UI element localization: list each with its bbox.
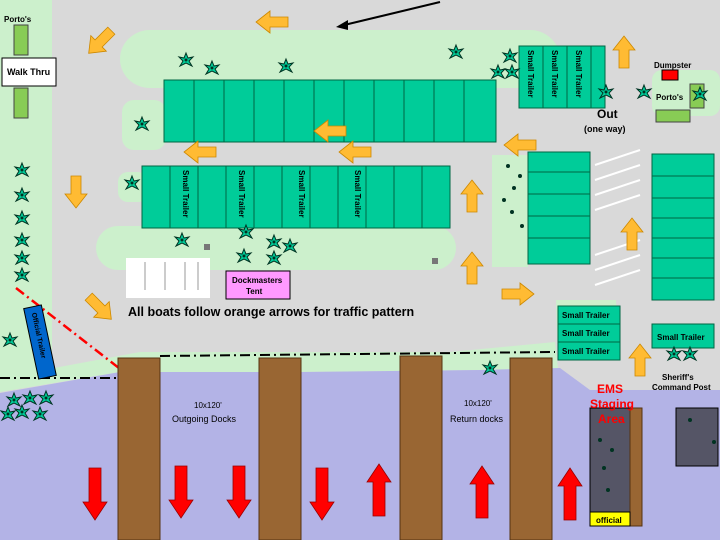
small-trailer-labels-top-right: Small Trailer Small Trailer Small Traile… <box>526 50 583 98</box>
dumpster <box>661 69 679 81</box>
svg-text:Small Trailer: Small Trailer <box>574 50 583 98</box>
porto-left-2 <box>13 87 29 119</box>
parking-column-center-right <box>527 151 591 265</box>
small-trailer-label-far-right: Small Trailer <box>657 333 705 342</box>
dockmasters-tent <box>225 270 291 300</box>
parking-column-far-right <box>651 153 715 349</box>
parking-hatch-right <box>594 149 641 286</box>
sheriffs-line1: Sheriff's <box>662 373 694 382</box>
parking-row-middle <box>141 165 451 229</box>
walk-thru-box <box>1 57 57 87</box>
dockmasters-line2: Tent <box>246 287 263 296</box>
sheriffs-command-post <box>675 407 719 467</box>
black-arrow-line <box>339 1 441 27</box>
outgoing-dock-size: 10x120' <box>194 401 222 410</box>
svg-text:Small Trailer: Small Trailer <box>353 170 362 218</box>
shoreline-boundary-right <box>159 351 556 357</box>
porto-right-2 <box>655 109 691 123</box>
small-shrub-dots <box>502 164 716 492</box>
lawn-island-top <box>120 30 560 88</box>
out-label: Out <box>597 107 618 121</box>
ems-line1: EMS <box>597 382 623 396</box>
lawn-island-center-right <box>492 155 528 267</box>
official-label: official <box>596 516 622 525</box>
parking-row-top-right <box>518 45 606 109</box>
return-dock-1 <box>399 355 443 540</box>
ems-line3: Area <box>598 412 625 426</box>
portos-left-label: Porto's <box>4 15 32 24</box>
parking-small-trailer-stack <box>557 305 621 361</box>
svg-text:Small Trailer: Small Trailer <box>297 170 306 218</box>
small-trailer-stack-label-3: Small Trailer <box>562 347 610 356</box>
walk-thru-label: Walk Thru <box>7 67 50 77</box>
svg-text:Small Trailer: Small Trailer <box>526 50 535 98</box>
official-trailer: Official Trailer <box>23 304 57 380</box>
post-1 <box>204 244 210 250</box>
traffic-note: All boats follow orange arrows for traff… <box>128 305 414 319</box>
svg-text:Small Trailer: Small Trailer <box>237 170 246 218</box>
black-arrow-head <box>336 20 348 30</box>
red-boundary <box>15 287 125 373</box>
outgoing-dock-2 <box>258 357 302 540</box>
sheriffs-line2: Command Post <box>652 383 711 392</box>
outgoing-dock-1 <box>117 357 161 540</box>
svg-text:Small Trailer: Small Trailer <box>550 50 559 98</box>
dockmasters-line1: Dockmasters <box>232 276 283 285</box>
parking-lot-left <box>126 258 210 298</box>
return-docks-label: Return docks <box>450 414 504 424</box>
outgoing-docks-label: Outgoing Docks <box>172 414 237 424</box>
small-trailer-stack-label-2: Small Trailer <box>562 329 610 338</box>
small-trailer-labels-middle: Small Trailer Small Trailer Small Traile… <box>181 170 362 218</box>
portos-right-label: Porto's <box>656 93 684 102</box>
one-way-label: (one way) <box>584 124 626 134</box>
post-2 <box>432 258 438 264</box>
ems-dock-edge <box>629 407 643 527</box>
return-dock-size: 10x120' <box>464 399 492 408</box>
return-dock-2 <box>509 357 553 540</box>
dumpster-label: Dumpster <box>654 61 691 70</box>
small-trailer-stack-label-1: Small Trailer <box>562 311 610 320</box>
porto-left-1 <box>13 24 29 56</box>
svg-text:Small Trailer: Small Trailer <box>181 170 190 218</box>
official-box <box>589 511 631 527</box>
ems-line2: Staging <box>590 397 634 411</box>
